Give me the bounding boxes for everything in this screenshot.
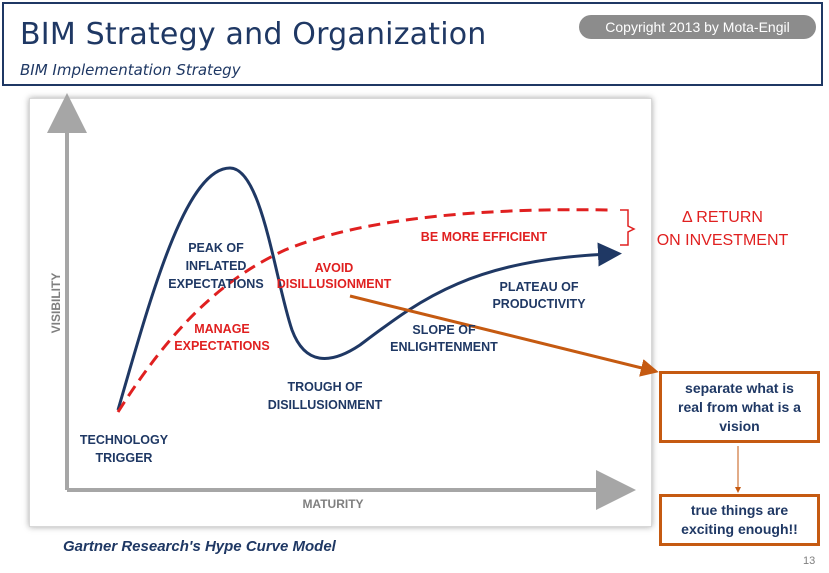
return-line1: Δ RETURN [682, 209, 763, 226]
separate-vision-box: separate what is real from what is a vis… [659, 371, 820, 443]
manage-line2: EXPECTATIONS [174, 339, 269, 353]
hype-curve [116, 166, 622, 411]
phase-trough-line1: TROUGH OF [288, 380, 363, 394]
phase-slope-line1: SLOPE OF [412, 323, 476, 337]
phase-slope-line2: ENLIGHTENMENT [390, 340, 498, 354]
manage-line1: MANAGE [194, 322, 250, 336]
avoid-line2: DISILLUSIONMENT [277, 277, 392, 291]
page-number: 13 [803, 555, 816, 567]
phase-peak-line2: INFLATED [186, 259, 247, 273]
separate-vision-text: separate what is real from what is a vis… [678, 379, 801, 434]
slide-title: BIM Strategy and Organization [20, 17, 487, 52]
figure-caption: Gartner Research's Hype Curve Model [63, 538, 336, 555]
avoid-to-separate-arrow [349, 294, 659, 377]
x-axis-label: MATURITY [302, 497, 363, 511]
phase-trigger-line2: TRIGGER [96, 451, 153, 465]
phase-plateau-line1: PLATEAU OF [500, 280, 579, 294]
phase-trough-line2: DISILLUSIONMENT [268, 398, 383, 412]
slide-header: BIM Strategy and Organization BIM Implem… [2, 2, 823, 86]
true-things-box: true things are exciting enough!! [659, 494, 820, 546]
phase-plateau-line2: PRODUCTIVITY [492, 297, 586, 311]
phase-trigger-line1: TECHNOLOGY [80, 433, 169, 447]
return-brace [620, 209, 636, 246]
true-things-text: true things are exciting enough!! [681, 502, 798, 537]
y-axis-label: VISIBILITY [49, 273, 63, 334]
be-more-efficient-label: BE MORE EFFICIENT [421, 230, 548, 244]
return-line2: ON INVESTMENT [656, 232, 789, 249]
avoid-line1: AVOID [315, 261, 354, 275]
phase-peak-line3: EXPECTATIONS [168, 277, 263, 291]
return-on-investment-label: Δ RETURN ON INVESTMENT [640, 206, 805, 252]
copyright-badge: Copyright 2013 by Mota-Engil [579, 15, 816, 39]
phase-peak-line1: PEAK OF [188, 241, 244, 255]
efficiency-dashed-curve [116, 208, 611, 413]
hype-curve-frame [29, 98, 652, 527]
slide-subtitle: BIM Implementation Strategy [20, 61, 241, 79]
